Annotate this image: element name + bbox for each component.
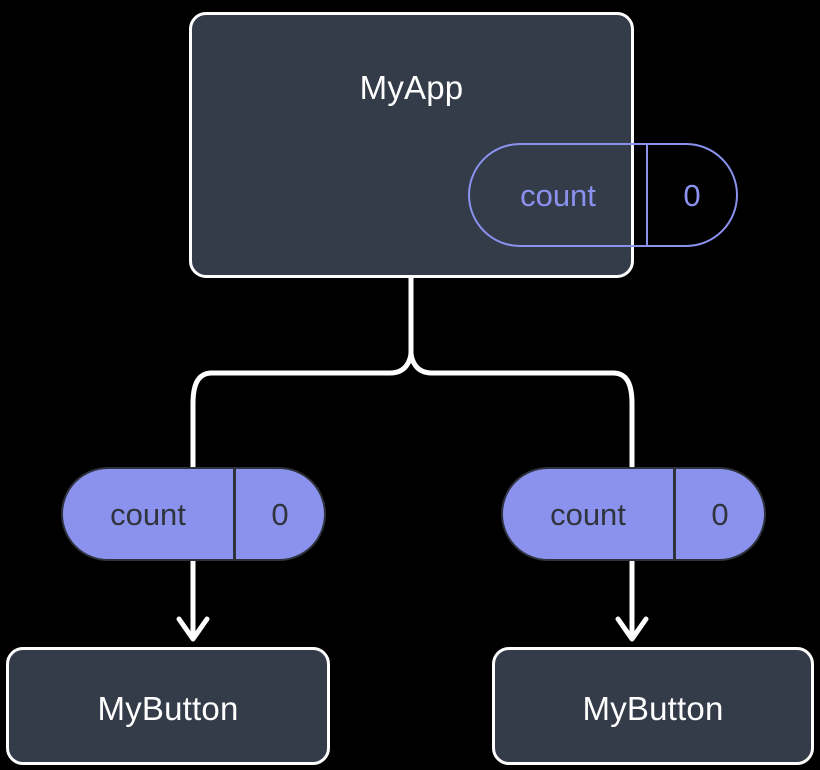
state-pill-myapp[interactable]: count 0 xyxy=(468,143,738,247)
component-title-mybutton: MyButton xyxy=(97,690,239,727)
state-pill-divider xyxy=(673,469,676,559)
component-title-mybutton: MyButton xyxy=(582,690,724,727)
arrow-head-right-icon xyxy=(615,616,649,642)
component-card-mybutton-left[interactable]: MyButton xyxy=(6,647,330,765)
state-value-label: 0 xyxy=(711,496,729,532)
state-key-label: count xyxy=(520,177,596,213)
wire-branch-left xyxy=(190,275,414,470)
wire-branch-right xyxy=(408,349,635,470)
component-title-myapp: MyApp xyxy=(359,69,464,106)
state-key-label: count xyxy=(550,496,626,532)
component-card-myapp[interactable]: MyApp count 0 xyxy=(189,12,738,278)
state-pill-branch-right[interactable]: count 0 xyxy=(501,467,766,561)
state-value-label: 0 xyxy=(683,177,701,213)
state-pill-branch-left[interactable]: count 0 xyxy=(61,467,326,561)
state-key-label: count xyxy=(110,496,186,532)
state-pill-divider xyxy=(646,145,648,245)
state-value-label: 0 xyxy=(271,496,289,532)
state-pill-divider xyxy=(233,469,236,559)
arrow-head-left-icon xyxy=(176,616,210,642)
component-card-mybutton-right[interactable]: MyButton xyxy=(492,647,814,765)
